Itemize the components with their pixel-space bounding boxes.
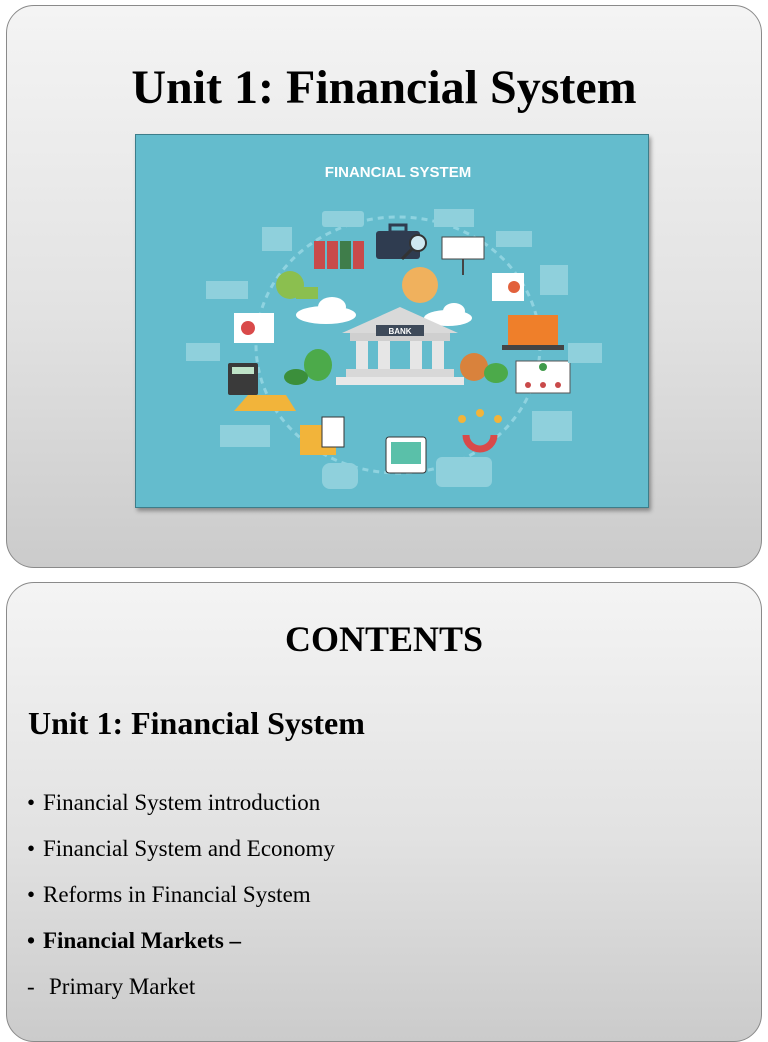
list-item: •Financial System and Economy [27,836,335,861]
magnet-coins-icon [458,409,502,453]
tree-icon [284,349,508,385]
list-item: •Reforms in Financial System [27,882,311,907]
financial-system-illustration: FINANCIAL SYSTEM BANK [135,134,649,508]
folders-icon [314,241,364,269]
cloud-icon [296,297,472,326]
hierarchy-chart-icon [515,360,571,394]
list-item: -Primary Market [27,974,196,999]
laptop-chart-icon [502,315,564,350]
money-bag-icon [276,271,318,299]
contents-list: •Financial System introduction •Financia… [27,789,335,1019]
gold-bars-icon [234,395,296,411]
background-icons [186,209,602,489]
calculator-icon [228,363,258,395]
slide-2: CONTENTS Unit 1: Financial System •Finan… [6,582,762,1042]
unit-subheading: Unit 1: Financial System [28,705,365,741]
folder-dollar-icon [300,416,345,455]
report-icon [492,273,524,301]
slide-title: Unit 1: Financial System [131,61,637,114]
sun-icon [402,267,438,303]
bank-label: BANK [388,327,411,336]
illustration-heading: FINANCIAL SYSTEM [325,164,471,181]
tablet-chart-icon [385,436,427,474]
list-item: •Financial Markets – [27,928,242,953]
slide-1: Unit 1: Financial System FINANCIAL SYSTE… [6,5,762,568]
presentation-board-icon [441,236,485,275]
newspaper-icon [234,313,274,343]
contents-heading: CONTENTS [284,619,484,659]
bank-icon: BANK [336,307,464,385]
magnifier-icon [400,234,427,261]
list-item: •Financial System introduction [27,790,321,815]
